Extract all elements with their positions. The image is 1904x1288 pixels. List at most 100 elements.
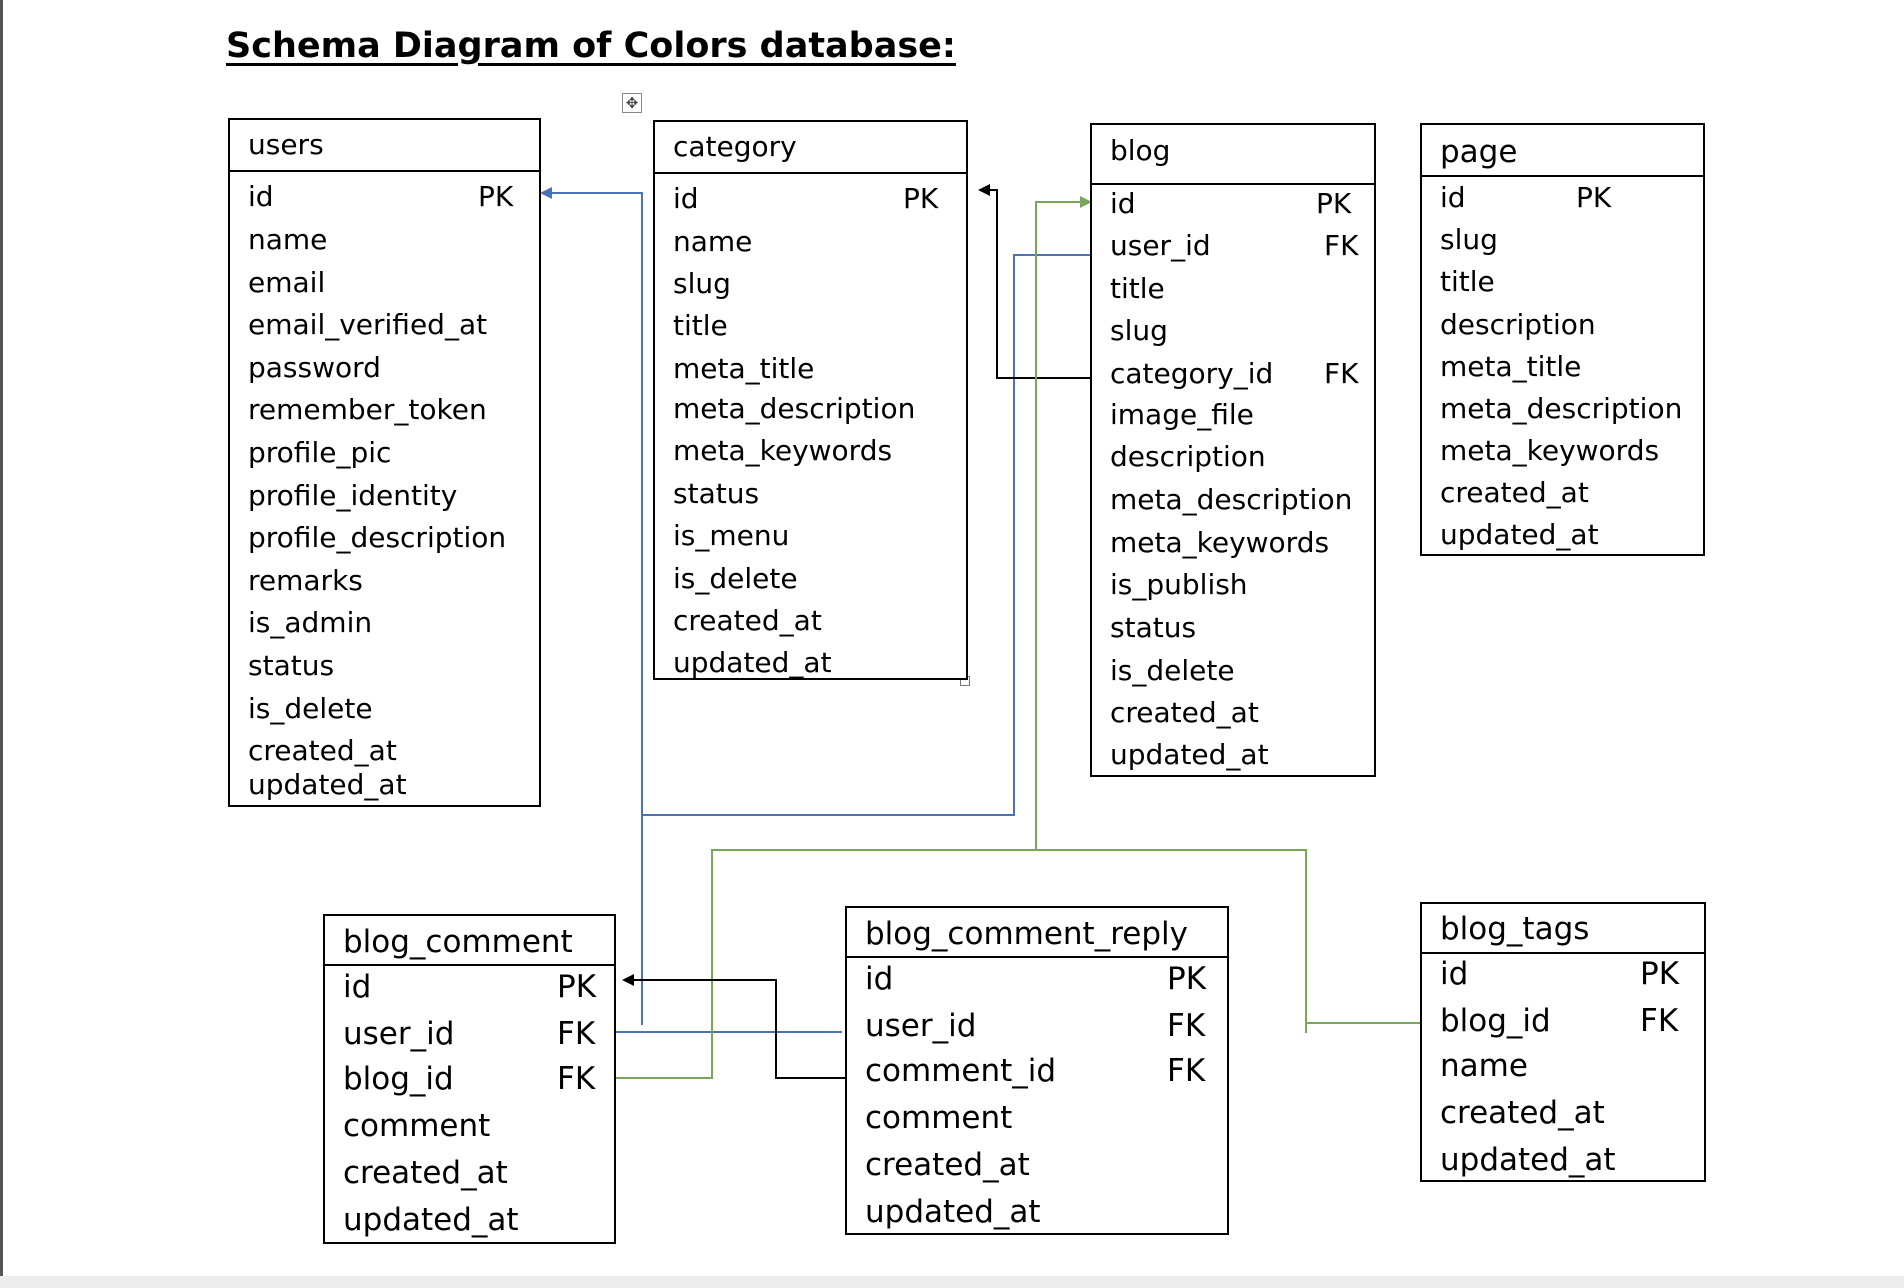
key-badge: FK xyxy=(1324,357,1359,390)
field-name: status xyxy=(673,477,760,510)
field-name: id xyxy=(1440,181,1466,214)
field-name: updated_at xyxy=(248,768,407,801)
field-name: meta_title xyxy=(1440,350,1582,383)
field-name: meta_keywords xyxy=(1110,526,1330,559)
table-header: category xyxy=(655,122,966,174)
field-name: description xyxy=(1110,440,1266,473)
field-name: id xyxy=(1110,187,1136,220)
field-name: status xyxy=(248,649,335,682)
key-badge: FK xyxy=(557,1016,596,1052)
key-badge: PK xyxy=(903,182,939,215)
table-fields: id PK blog_id FK name created_at updated… xyxy=(1422,954,1704,1180)
window-left-edge xyxy=(0,0,3,1288)
field-name: user_id xyxy=(1110,229,1211,262)
key-badge: FK xyxy=(1167,1053,1206,1089)
field-name: is_menu xyxy=(673,519,790,552)
field-name: id xyxy=(343,969,372,1005)
field-name: title xyxy=(1110,272,1165,305)
link-blog-id xyxy=(1035,196,1092,850)
table-category: category id PK name slug title meta_titl… xyxy=(653,120,968,680)
field-name: meta_title xyxy=(673,352,815,385)
key-badge: FK xyxy=(557,1061,596,1097)
field-name: id xyxy=(673,182,699,215)
field-name: is_delete xyxy=(673,562,798,595)
table-fields: id PK name slug title meta_title meta_de… xyxy=(655,174,966,679)
key-badge: FK xyxy=(1640,1003,1679,1039)
field-name: status xyxy=(1110,611,1197,644)
field-name: is_admin xyxy=(248,606,373,639)
field-name: email xyxy=(248,266,326,299)
field-name: id xyxy=(1440,956,1469,992)
table-header: blog_comment_reply xyxy=(847,908,1227,958)
field-name: created_at xyxy=(248,734,397,767)
field-name: image_file xyxy=(1110,398,1254,431)
field-name: password xyxy=(248,351,381,384)
field-name: blog_id xyxy=(343,1061,454,1097)
table-fields: id PK slug title description meta_title … xyxy=(1422,177,1703,554)
table-fields: id PK name email email_verified_at passw… xyxy=(230,172,539,805)
field-name: meta_description xyxy=(1440,392,1683,425)
table-page: page id PK slug title description meta_t… xyxy=(1420,123,1705,556)
field-name: profile_description xyxy=(248,521,507,554)
field-name: comment xyxy=(865,1100,1013,1136)
field-name: created_at xyxy=(1110,696,1259,729)
table-header: page xyxy=(1422,125,1703,177)
table-header: users xyxy=(230,120,539,172)
key-badge: PK xyxy=(478,180,514,213)
key-badge: PK xyxy=(557,969,597,1005)
field-name: slug xyxy=(1110,314,1168,347)
field-name: name xyxy=(248,223,328,256)
field-name: meta_description xyxy=(1110,483,1353,516)
link-users-id xyxy=(540,187,643,1025)
diagram-title: Schema Diagram of Colors database: xyxy=(226,26,956,66)
field-name: is_delete xyxy=(248,692,373,725)
field-name: meta_keywords xyxy=(1440,434,1660,467)
key-badge: PK xyxy=(1640,956,1680,992)
field-name: slug xyxy=(673,267,731,300)
field-name: updated_at xyxy=(1440,1142,1616,1178)
table-blog-comment: blog_comment id PK user_id FK blog_id FK… xyxy=(323,914,616,1244)
key-badge: PK xyxy=(1167,961,1207,997)
field-name: comment xyxy=(343,1108,491,1144)
field-name: category_id xyxy=(1110,357,1274,390)
table-header: blog_tags xyxy=(1422,904,1704,954)
table-fields: id PK user_id FK blog_id FK comment crea… xyxy=(325,966,614,1242)
field-name: user_id xyxy=(865,1008,977,1044)
table-header: blog xyxy=(1092,125,1374,185)
table-fields: id PK user_id FK comment_id FK comment c… xyxy=(847,958,1227,1233)
field-name: updated_at xyxy=(1110,738,1269,771)
field-name: created_at xyxy=(1440,1095,1605,1131)
window-bottom-band xyxy=(0,1276,1904,1288)
table-blog: blog id PK user_id FK title slug categor… xyxy=(1090,123,1376,777)
field-name: is_delete xyxy=(1110,654,1235,687)
link-blog-user-id xyxy=(642,254,1092,816)
field-name: updated_at xyxy=(865,1194,1041,1230)
field-name: created_at xyxy=(343,1155,508,1191)
field-name: updated_at xyxy=(343,1202,519,1238)
field-name: email_verified_at xyxy=(248,308,488,341)
key-badge: PK xyxy=(1316,187,1352,220)
field-name: description xyxy=(1440,308,1596,341)
key-badge: PK xyxy=(1576,181,1612,214)
field-name: id xyxy=(865,961,894,997)
link-blog-comment-blog-id xyxy=(614,849,1307,1079)
link-category-id xyxy=(978,184,1092,379)
field-name: remember_token xyxy=(248,393,487,426)
field-name: meta_description xyxy=(673,392,916,425)
link-comment-id xyxy=(622,974,845,1079)
key-badge: FK xyxy=(1167,1008,1206,1044)
field-name: profile_pic xyxy=(248,436,392,469)
field-name: blog_id xyxy=(1440,1003,1551,1039)
table-users: users id PK name email email_verified_at… xyxy=(228,118,541,807)
field-name: created_at xyxy=(1440,476,1589,509)
field-name: slug xyxy=(1440,223,1498,256)
field-name: created_at xyxy=(673,604,822,637)
move-handle-icon[interactable]: ✥ xyxy=(622,93,642,113)
field-name: comment_id xyxy=(865,1053,1057,1089)
field-name: remarks xyxy=(248,564,363,597)
field-name: created_at xyxy=(865,1147,1030,1183)
field-name: updated_at xyxy=(673,646,832,679)
field-name: user_id xyxy=(343,1016,455,1052)
field-name: title xyxy=(1440,265,1495,298)
table-fields: id PK user_id FK title slug category_id … xyxy=(1092,185,1374,775)
